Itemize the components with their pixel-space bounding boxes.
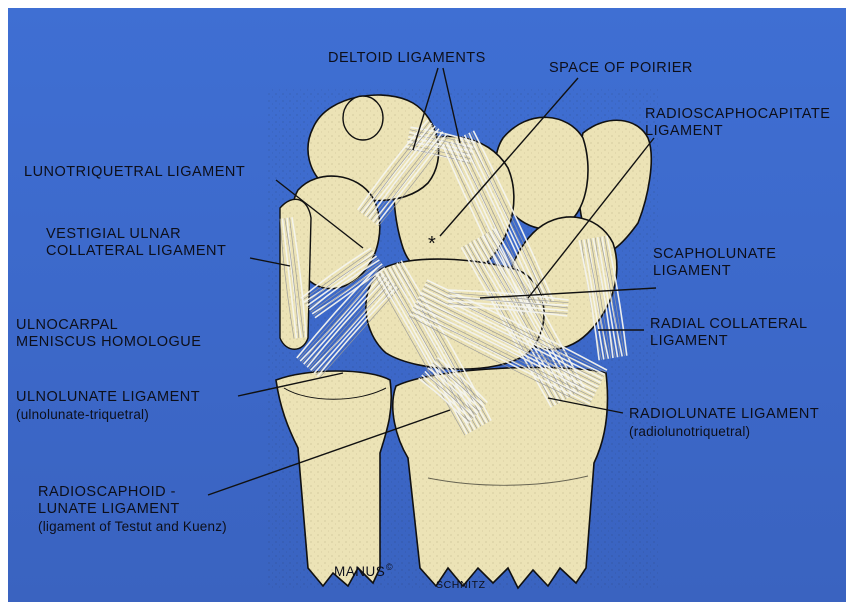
- label-line: (ulnolunate-triquetral): [16, 406, 200, 423]
- label-radial-collateral-ligament: RADIAL COLLATERAL LIGAMENT: [650, 316, 808, 350]
- ulna-bone: [276, 371, 391, 586]
- radius-bone: [393, 367, 608, 588]
- label-line: VESTIGIAL ULNAR: [46, 226, 226, 243]
- label-lunotriquetral-ligament: LUNOTRIQUETRAL LIGAMENT: [24, 164, 245, 181]
- label-line: RADIOSCAPHOID -: [38, 484, 227, 501]
- label-radioscaphocapitate-ligament: RADIOSCAPHOCAPITATE LIGAMENT: [645, 106, 830, 140]
- label-line: (ligament of Testut and Kuenz): [38, 518, 227, 535]
- credit-manus: MANUS: [334, 564, 385, 579]
- label-line: (radiolunotriquetral): [629, 423, 819, 440]
- label-line: LIGAMENT: [653, 263, 776, 280]
- diagram-slide: * MANUS © SCHNITZ DELTOID LIGAMENTS: [8, 8, 846, 602]
- label-scapholunate-ligament: SCAPHOLUNATE LIGAMENT: [653, 246, 776, 280]
- label-line: LIGAMENT: [645, 123, 830, 140]
- label-radiolunate-ligament: RADIOLUNATE LIGAMENT (radiolunotriquetra…: [629, 406, 819, 440]
- label-line: ULNOLUNATE LIGAMENT: [16, 389, 200, 406]
- label-line: SCAPHOLUNATE: [653, 246, 776, 263]
- label-line: RADIOSCAPHOCAPITATE: [645, 106, 830, 123]
- label-line: ULNOCARPAL: [16, 317, 201, 334]
- label-line: MENISCUS HOMOLOGUE: [16, 334, 201, 351]
- credit-artist: SCHNITZ: [436, 579, 486, 591]
- label-space-of-poirier: SPACE OF POIRIER: [549, 60, 693, 77]
- label-ulnocarpal-meniscus-homologue: ULNOCARPAL MENISCUS HOMOLOGUE: [16, 317, 201, 351]
- label-ulnolunate-ligament: ULNOLUNATE LIGAMENT (ulnolunate-triquetr…: [16, 389, 200, 423]
- label-radioscaphoid-lunate-ligament: RADIOSCAPHOID - LUNATE LIGAMENT (ligamen…: [38, 484, 227, 535]
- label-line: COLLATERAL LIGAMENT: [46, 243, 226, 260]
- label-deltoid-ligaments: DELTOID LIGAMENTS: [328, 50, 486, 67]
- label-vestigial-ulnar-collateral-ligament: VESTIGIAL ULNAR COLLATERAL LIGAMENT: [46, 226, 226, 260]
- credit-copyright: ©: [386, 562, 393, 572]
- label-line: RADIAL COLLATERAL: [650, 316, 808, 333]
- hook-of-hamate: [343, 96, 383, 140]
- label-line: LIGAMENT: [650, 333, 808, 350]
- space-of-poirier-marker: *: [428, 233, 436, 255]
- label-line: RADIOLUNATE LIGAMENT: [629, 406, 819, 423]
- label-line: LUNATE LIGAMENT: [38, 501, 227, 518]
- leader-deltoid-2: [443, 68, 460, 143]
